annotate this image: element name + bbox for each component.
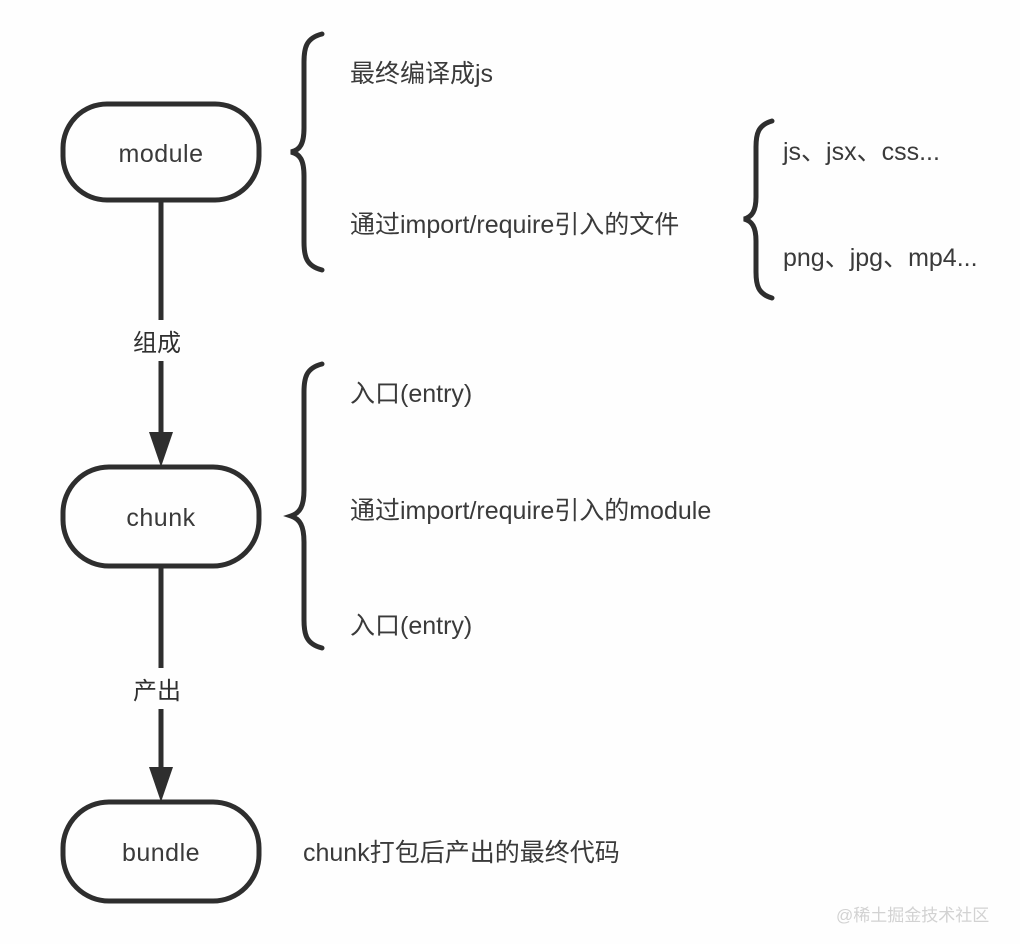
brace-file-types	[743, 118, 775, 301]
arrowhead-module-chunk	[149, 432, 173, 467]
annotation-file-types-code: js、jsx、css...	[783, 138, 940, 166]
annotation-chunk-imported-modules: 通过import/require引入的module	[350, 497, 712, 525]
brace-chunk	[283, 361, 325, 651]
annotation-chunk-entry-top: 入口(entry)	[350, 380, 473, 408]
annotation-bundle-final-code: chunk打包后产出的最终代码	[303, 839, 620, 867]
arrowhead-chunk-bundle	[149, 767, 173, 802]
node-label-module: module	[118, 140, 204, 168]
annotation-module-compile: 最终编译成js	[350, 60, 494, 88]
brace-module	[290, 31, 325, 273]
annotation-chunk-entry-bottom: 入口(entry)	[350, 612, 473, 640]
annotation-module-imported-files: 通过import/require引入的文件	[350, 211, 680, 239]
node-label-chunk: chunk	[126, 504, 196, 532]
annotation-file-types-assets: png、jpg、mp4...	[783, 244, 978, 272]
node-label-bundle: bundle	[121, 839, 201, 867]
watermark: @稀土掘金技术社区	[836, 906, 990, 925]
edge-label-output: 产出	[127, 668, 187, 709]
edge-label-compose: 组成	[127, 320, 187, 361]
